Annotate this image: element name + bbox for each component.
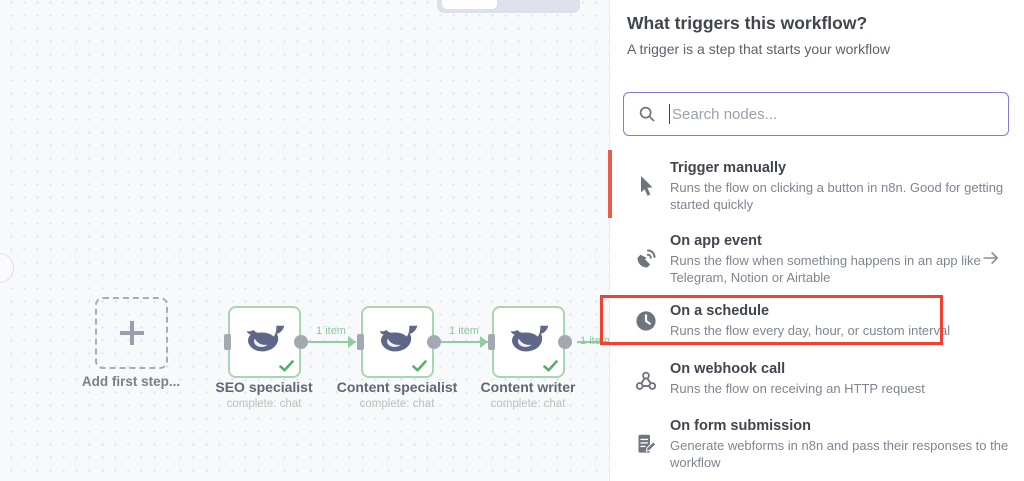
node-input-handle[interactable] <box>488 334 495 350</box>
trigger-item-schedule[interactable]: On a schedule Runs the flow every day, h… <box>634 303 1014 339</box>
sidebar-collapse-handle[interactable] <box>0 253 14 283</box>
trigger-item-webhook[interactable]: On webhook call Runs the flow on receivi… <box>634 361 1014 397</box>
panel-title: What triggers this workflow? <box>627 13 868 33</box>
connection-line[interactable] <box>440 341 488 343</box>
whale-icon <box>379 325 417 352</box>
trigger-item-form[interactable]: On form submission Generate webforms in … <box>634 418 1014 471</box>
whale-icon <box>510 325 548 352</box>
connection-line[interactable] <box>307 341 356 343</box>
node-label: Content writer complete: chat <box>480 379 576 410</box>
webhook-icon <box>635 371 657 390</box>
node-output-handle[interactable] <box>294 335 308 349</box>
add-first-step-button[interactable] <box>95 297 168 369</box>
toggle-active-segment[interactable] <box>442 0 497 9</box>
search-input[interactable] <box>672 105 1008 123</box>
clock-icon <box>636 311 656 331</box>
node-output-handle[interactable] <box>558 335 572 349</box>
cursor-icon <box>641 176 653 196</box>
satellite-dish-icon <box>637 249 656 268</box>
node-label: SEO specialist complete: chat <box>215 379 313 410</box>
workflow-canvas[interactable]: Add first step... 1 item 1 item 1 item S… <box>0 0 610 481</box>
connection-items-label: 1 item <box>449 325 479 337</box>
editor-executions-toggle[interactable] <box>437 0 580 13</box>
node-success-check-icon <box>543 360 558 372</box>
text-cursor <box>669 104 670 124</box>
search-icon <box>639 106 655 122</box>
connection-arrow-icon <box>348 336 356 348</box>
trigger-item-manual[interactable]: Trigger manually Runs the flow on clicki… <box>634 160 1014 213</box>
connection-arrow-icon <box>480 336 488 348</box>
search-nodes-box[interactable] <box>623 92 1009 136</box>
node-success-check-icon <box>279 360 294 372</box>
node-input-handle[interactable] <box>224 334 231 350</box>
arrow-right-icon <box>983 252 999 264</box>
node-label: Content specialist complete: chat <box>336 379 458 410</box>
node-content-specialist[interactable] <box>357 306 441 378</box>
node-output-handle[interactable] <box>427 335 441 349</box>
node-success-check-icon <box>412 360 427 372</box>
node-seo-specialist[interactable] <box>224 306 308 378</box>
node-content-writer[interactable] <box>488 306 572 378</box>
connection-items-label: 1 item <box>316 325 346 337</box>
connection-line[interactable] <box>577 341 609 343</box>
trigger-item-app-event[interactable]: On app event Runs the flow when somethin… <box>634 233 1014 286</box>
form-icon <box>638 434 657 453</box>
panel-subtitle: A trigger is a step that starts your wor… <box>627 41 890 57</box>
trigger-selection-panel: What triggers this workflow? A trigger i… <box>609 0 1024 481</box>
whale-icon <box>246 325 284 352</box>
node-input-handle[interactable] <box>357 334 364 350</box>
add-first-step-label: Add first step... <box>81 374 181 389</box>
plus-icon <box>119 321 144 345</box>
